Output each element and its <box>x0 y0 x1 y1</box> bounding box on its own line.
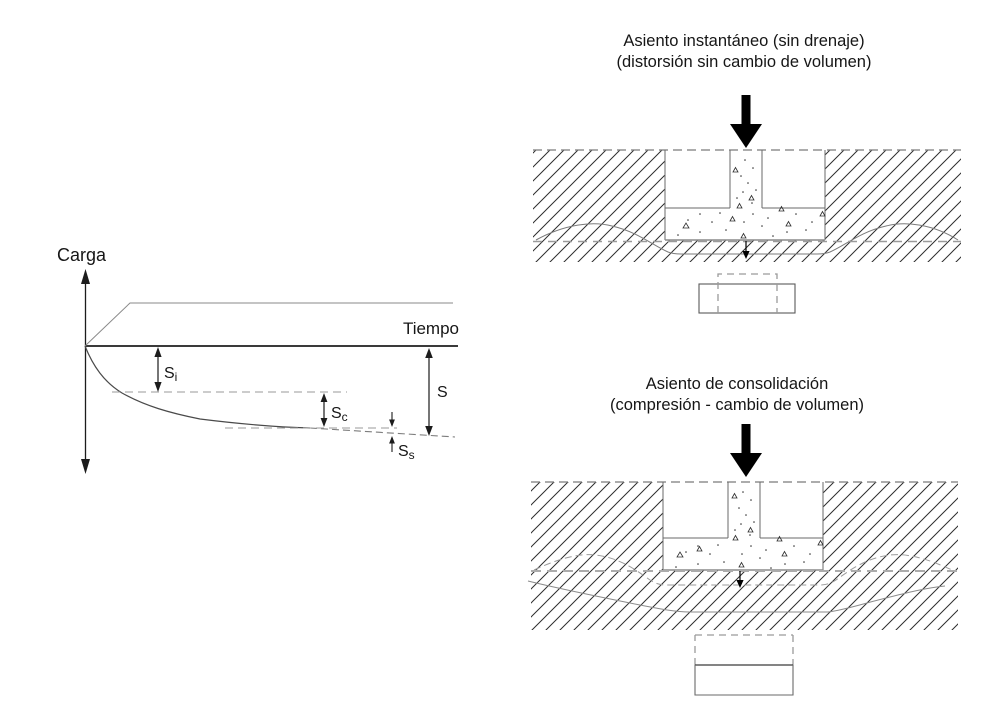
sc-dimension-arrow <box>320 393 328 427</box>
excavation-area <box>663 482 823 570</box>
s-total-dimension-arrow <box>425 348 433 436</box>
load-curve <box>84 302 453 347</box>
secondary-settlement-curve <box>309 427 456 438</box>
instantaneous-settlement-diagram: Asiento instantáneo (sin drenaje) (disto… <box>533 32 961 314</box>
instantaneous-title-line2: (distorsión sin cambio de volumen) <box>617 53 872 71</box>
si-label: Si <box>164 365 177 384</box>
excavation-area <box>665 150 825 240</box>
load-arrow-icon <box>730 95 762 148</box>
s-total-label: S <box>437 384 448 401</box>
settlement-arrow-icon <box>742 241 750 259</box>
consolidation-settlement-diagram: Asiento de consolidación (compresión - c… <box>527 375 958 696</box>
instantaneous-title-line1: Asiento instantáneo (sin drenaje) <box>623 32 864 50</box>
tiempo-axis-label: Tiempo <box>403 319 459 338</box>
heave-curve <box>535 223 959 255</box>
ss-label: Ss <box>398 443 415 462</box>
settlement-arrow-icon <box>736 571 744 588</box>
consolidation-title-line1: Asiento de consolidación <box>646 375 829 393</box>
carga-axis-label: Carga <box>57 245 107 265</box>
si-dimension-arrow <box>154 347 162 392</box>
distortion-element <box>698 273 796 314</box>
consolidation-title-line2: (compresión - cambio de volumen) <box>610 396 864 414</box>
compression-element <box>694 634 794 696</box>
ss-dimension-arrows <box>389 412 395 452</box>
concrete-stipple <box>675 491 824 569</box>
settlement-curve <box>84 345 311 429</box>
load-arrow-icon <box>730 424 762 477</box>
carga-axis <box>81 269 90 474</box>
concrete-stipple <box>677 159 826 239</box>
load-settlement-time-chart: Carga Tiempo Si Sc <box>57 245 459 474</box>
final-settlement-curve <box>527 580 946 613</box>
footing-outline <box>664 150 826 241</box>
sc-label: Sc <box>331 405 348 424</box>
